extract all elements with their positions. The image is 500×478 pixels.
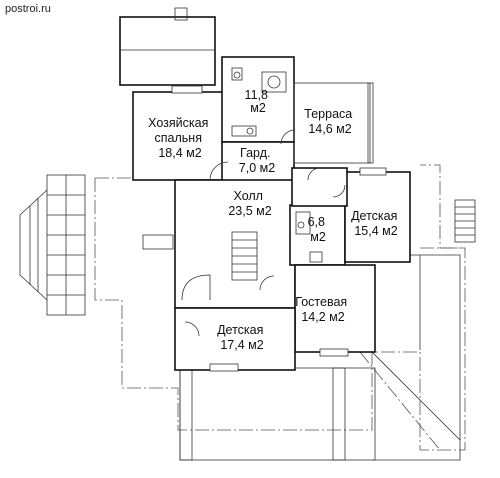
- label-bath1: 11,8 м2: [245, 88, 272, 115]
- watermark-text: postroi.ru: [5, 3, 51, 15]
- label-bath2: 6,8 м2: [308, 215, 329, 244]
- label-master-bedroom: Хозяйская спальня 18,4 м2: [148, 116, 212, 160]
- room-labels: 11,8 м2 Хозяйская спальня 18,4 м2 Террас…: [148, 88, 401, 352]
- label-kids1: Детская 15,4 м2: [351, 209, 401, 238]
- top-roof-block: [119, 7, 216, 86]
- label-kids2: Детская 17,4 м2: [217, 323, 267, 352]
- left-balcony: [19, 174, 86, 316]
- lower-roof: [179, 254, 461, 461]
- label-guest: Гостевая 14,2 м2: [295, 295, 350, 324]
- label-terrace: Терраса 14,6 м2: [304, 107, 355, 136]
- roof-outline-right: [359, 247, 465, 451]
- label-dressing: Гард. 7,0 м2: [239, 146, 275, 175]
- fixtures: [142, 67, 387, 372]
- building-walls: [132, 56, 411, 371]
- right-stair: [454, 199, 476, 243]
- label-hall: Холл 23,5 м2: [228, 189, 271, 218]
